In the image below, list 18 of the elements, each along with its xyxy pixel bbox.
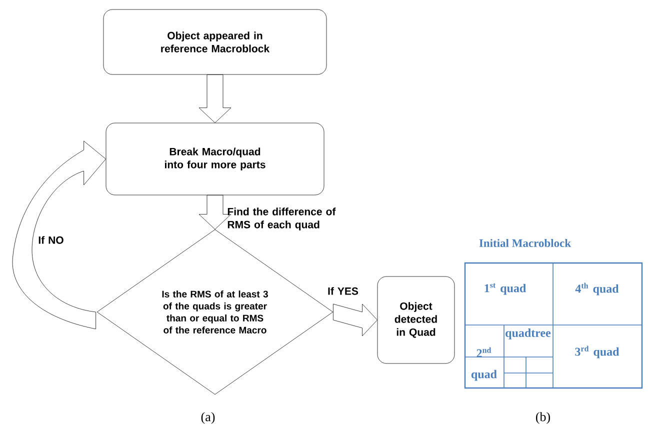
- curved-block-arrow: [12, 140, 106, 330]
- process-box: Break Macro/quad into four more parts: [106, 122, 324, 196]
- process-box: Object detected in Quad: [377, 276, 455, 364]
- quad-label: 4$^{th}$ quad: [575, 282, 619, 296]
- quad-label: 2$^{nd}$ quad: [471, 347, 497, 381]
- quad-label: quadtree: [506, 328, 551, 340]
- block-arrow: [198, 74, 232, 123]
- quad-label: 3$^{rd}$ quad: [575, 346, 620, 358]
- quad-label: 1$^{st}$ quad: [484, 283, 526, 295]
- edge-label: If YES: [328, 287, 358, 295]
- edge-label: Find the difference of RMS of each quad: [228, 208, 336, 230]
- process-box: Object appeared in reference Macroblock: [103, 9, 327, 75]
- panel-caption: (a): [201, 412, 215, 424]
- panel-caption: (b): [536, 412, 550, 424]
- block-arrow: [198, 195, 232, 230]
- block-arrow: [333, 304, 378, 336]
- node-label: Initial Macroblock: [479, 238, 572, 248]
- edge-label: If NO: [38, 236, 64, 244]
